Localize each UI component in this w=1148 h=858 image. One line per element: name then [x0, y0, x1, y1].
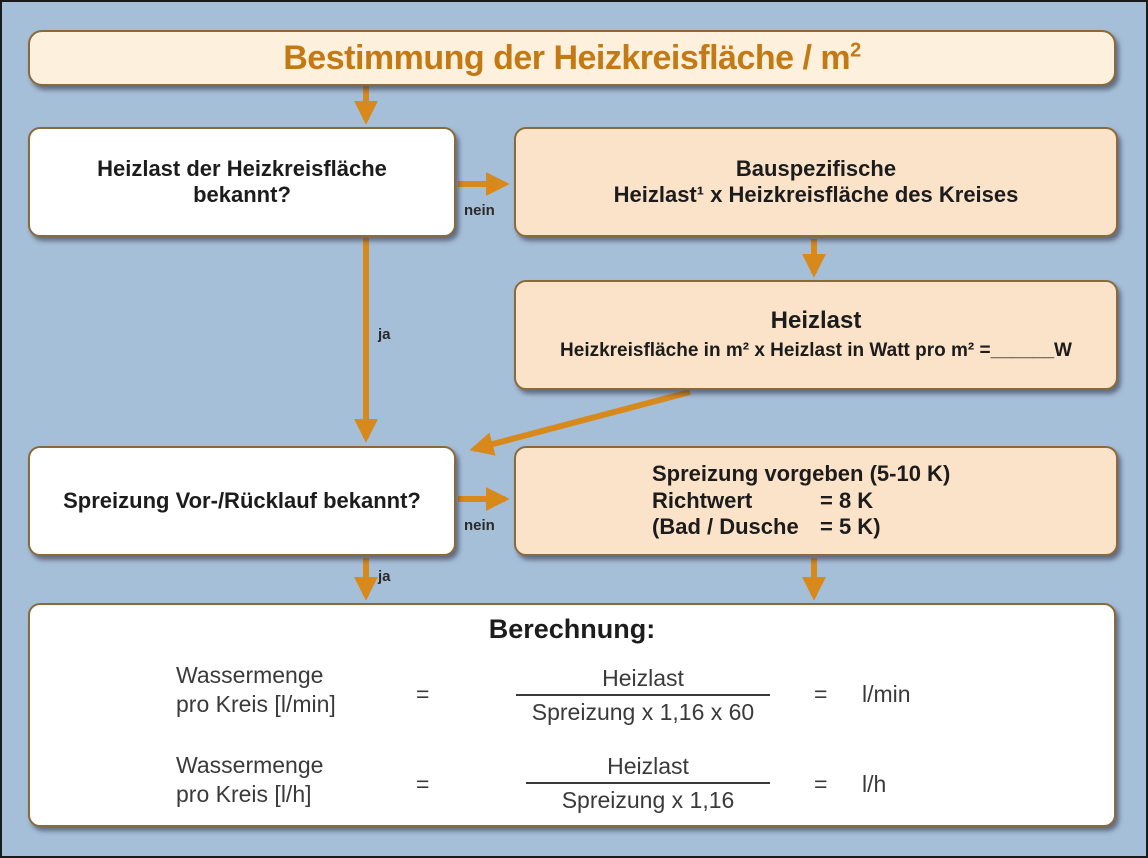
box-spreizung-vorgeben: Spreizung vorgeben (5-10 K) Richtwert = …	[514, 446, 1118, 556]
box-heizlast-formel: Heizlast Heizkreisfläche in m² x Heizlas…	[514, 280, 1118, 390]
calc-row1-eq1: =	[416, 681, 430, 707]
calc-row2-denominator: Spreizung x 1,16	[561, 787, 735, 813]
calc-row2-label-line1: Wassermenge	[176, 752, 324, 778]
calculation-box: Berechnung: Wassermenge pro Kreis [l/min…	[28, 603, 1116, 827]
decision-spreizung-bekannt: Spreizung Vor-/Rücklauf bekannt?	[28, 446, 456, 556]
calc-row1-unit: l/min	[862, 681, 911, 707]
b3-row2-label: Richtwert	[652, 487, 753, 513]
calc-row2-fraction-bar	[526, 782, 770, 784]
b3-row-bad-dusche: (Bad / Dusche = 5 K)	[652, 514, 881, 540]
calc-row1-denominator: Spreizung x 1,16 x 60	[531, 699, 755, 725]
arrow-b2-to-q2	[469, 389, 691, 456]
calc-row1-numerator: Heizlast	[602, 665, 684, 691]
q1-line1: Heizlast der Heizkreisfläche	[97, 155, 387, 181]
title-text: Bestimmung der Heizkreisfläche / m	[283, 38, 851, 77]
b2-head: Heizlast	[770, 307, 862, 335]
title-box: Bestimmung der Heizkreisfläche / m2	[28, 30, 1116, 86]
calc-row2-label-line2: pro Kreis [l/h]	[176, 780, 312, 807]
q2-text: Spreizung Vor-/Rücklauf bekannt?	[63, 487, 421, 513]
calc-row2-label: Wassermenge pro Kreis [l/h]	[176, 751, 323, 809]
calc-row2-eq2: =	[814, 771, 828, 797]
b1-line1: Bauspezifische	[735, 155, 897, 181]
calc-row1-eq2: =	[814, 681, 828, 707]
title-superscript: 2	[850, 39, 861, 62]
b3-row-richtwert: Richtwert = 8 K	[652, 488, 873, 514]
calc-row2-numerator: Heizlast	[607, 753, 689, 779]
calc-row1-label-line1: Wassermenge	[176, 662, 324, 688]
decision-heizlast-bekannt: Heizlast der Heizkreisfläche bekannt?	[28, 127, 456, 237]
box-bauspezifische-heizlast: Bauspezifische Heizlast¹ x Heizkreisfläc…	[514, 127, 1118, 237]
edge-label-q1-ja: ja	[378, 326, 391, 343]
q1-line2: bekannt?	[193, 182, 291, 207]
calc-row2-unit: l/h	[862, 771, 887, 797]
b3-row2-value: = 8 K	[820, 487, 874, 513]
calc-row2-eq1: =	[416, 771, 430, 797]
b3-row3-value: = 5 K)	[820, 514, 881, 540]
diagram-title: Bestimmung der Heizkreisfläche / m2	[283, 38, 861, 79]
calc-title: Berechnung:	[488, 614, 656, 644]
b3-row3-label: (Bad / Dusche	[652, 514, 799, 540]
edge-label-q2-nein: nein	[464, 517, 495, 534]
edge-label-q1-nein: nein	[464, 202, 495, 219]
calc-row1-label: Wassermenge pro Kreis [l/min]	[176, 661, 336, 719]
b3-line1: Spreizung vorgeben (5-10 K)	[652, 461, 951, 487]
calc-row1-fraction-bar	[516, 694, 770, 696]
b1-line2: Heizlast¹ x Heizkreisfläche des Kreises	[613, 182, 1019, 207]
calc-row1-label-line2: pro Kreis [l/min]	[176, 690, 336, 717]
b2-line: Heizkreisfläche in m² x Heizlast in Watt…	[560, 340, 1072, 361]
edge-label-q2-ja: ja	[378, 568, 391, 585]
